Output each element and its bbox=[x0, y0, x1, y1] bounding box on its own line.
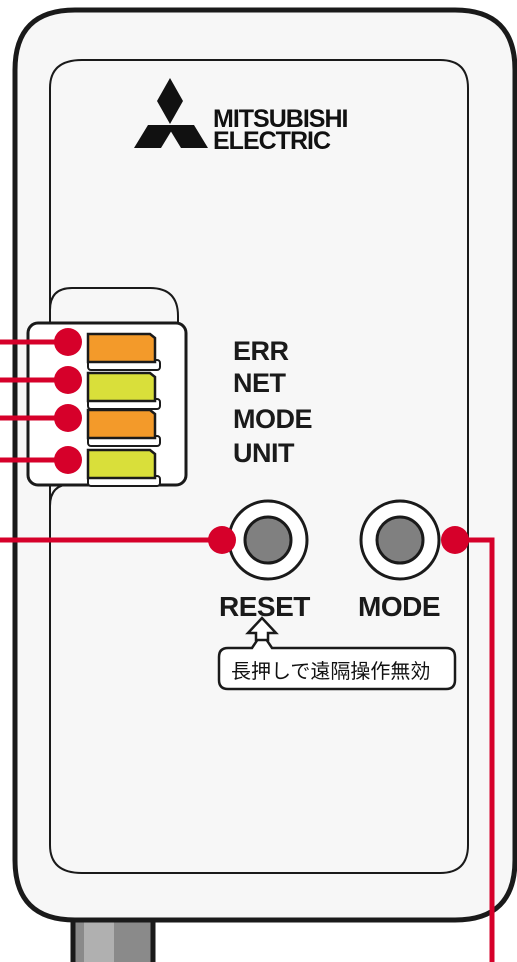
led-label-net: NET bbox=[233, 368, 286, 398]
long-press-note: 長押しで遠隔操作無効 bbox=[231, 659, 431, 683]
led-label-unit: UNIT bbox=[233, 438, 295, 468]
leader-dots bbox=[54, 328, 469, 554]
callout-arrow-icon bbox=[245, 616, 279, 642]
mode-button[interactable] bbox=[359, 499, 441, 581]
led-label-err: ERR bbox=[233, 336, 289, 366]
led-unit bbox=[86, 448, 157, 480]
led-net bbox=[86, 371, 157, 403]
led-err bbox=[86, 332, 157, 364]
inner-panel bbox=[49, 59, 469, 874]
brand-name: MITSUBISHI ELECTRIC bbox=[213, 105, 348, 155]
callout-bubble bbox=[217, 630, 457, 691]
mode-button-label: MODE bbox=[358, 591, 441, 622]
mitsubishi-logo-icon bbox=[134, 78, 208, 148]
led-mode bbox=[86, 408, 157, 440]
reset-button[interactable] bbox=[227, 499, 309, 581]
device-body bbox=[12, 7, 517, 923]
led-label-mode: MODE bbox=[233, 404, 313, 434]
brand-line-2: ELECTRIC bbox=[213, 127, 331, 155]
reset-button-label: RESET bbox=[219, 591, 310, 622]
brand-line-1: MITSUBISHI bbox=[213, 105, 348, 133]
led-indicators bbox=[86, 332, 161, 487]
